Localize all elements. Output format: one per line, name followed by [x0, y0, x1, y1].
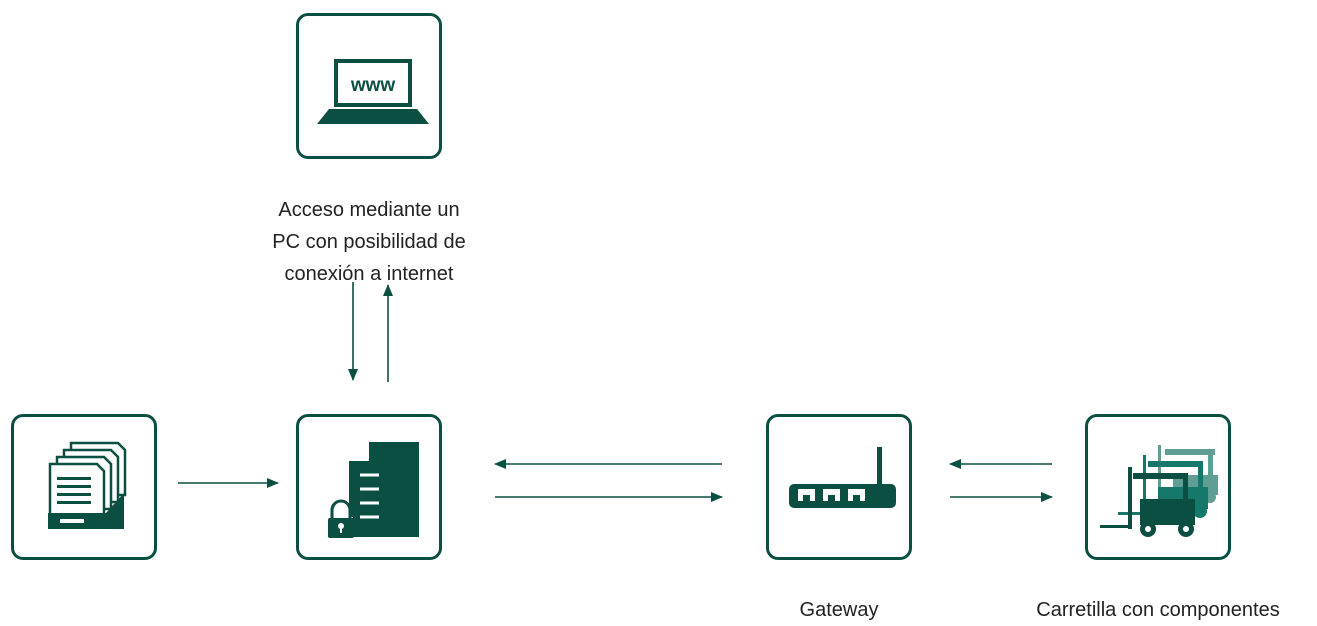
archive-node	[11, 414, 157, 560]
laptop-www-icon: www	[317, 59, 429, 124]
forklift-label: Carretilla con componentes	[1036, 599, 1280, 621]
pc-label-line-1: Acceso mediante un	[278, 199, 460, 221]
www-text: www	[350, 75, 396, 96]
pc-label-line-2: PC con posibilidad de	[272, 231, 466, 253]
gateway-node	[766, 414, 912, 560]
router-icon	[789, 447, 896, 508]
forklift-fleet-icon	[1100, 445, 1218, 537]
gateway-label: Gateway	[799, 599, 879, 621]
forklift-node	[1085, 414, 1231, 560]
pc-label: Acceso mediante un PC con posibilidad de…	[236, 194, 502, 290]
secure-server-icon	[328, 442, 419, 538]
pc-label-line-3: conexión a internet	[284, 263, 454, 285]
pc-node: www	[296, 13, 442, 159]
server-node	[296, 414, 442, 560]
file-archive-icon	[48, 441, 127, 529]
